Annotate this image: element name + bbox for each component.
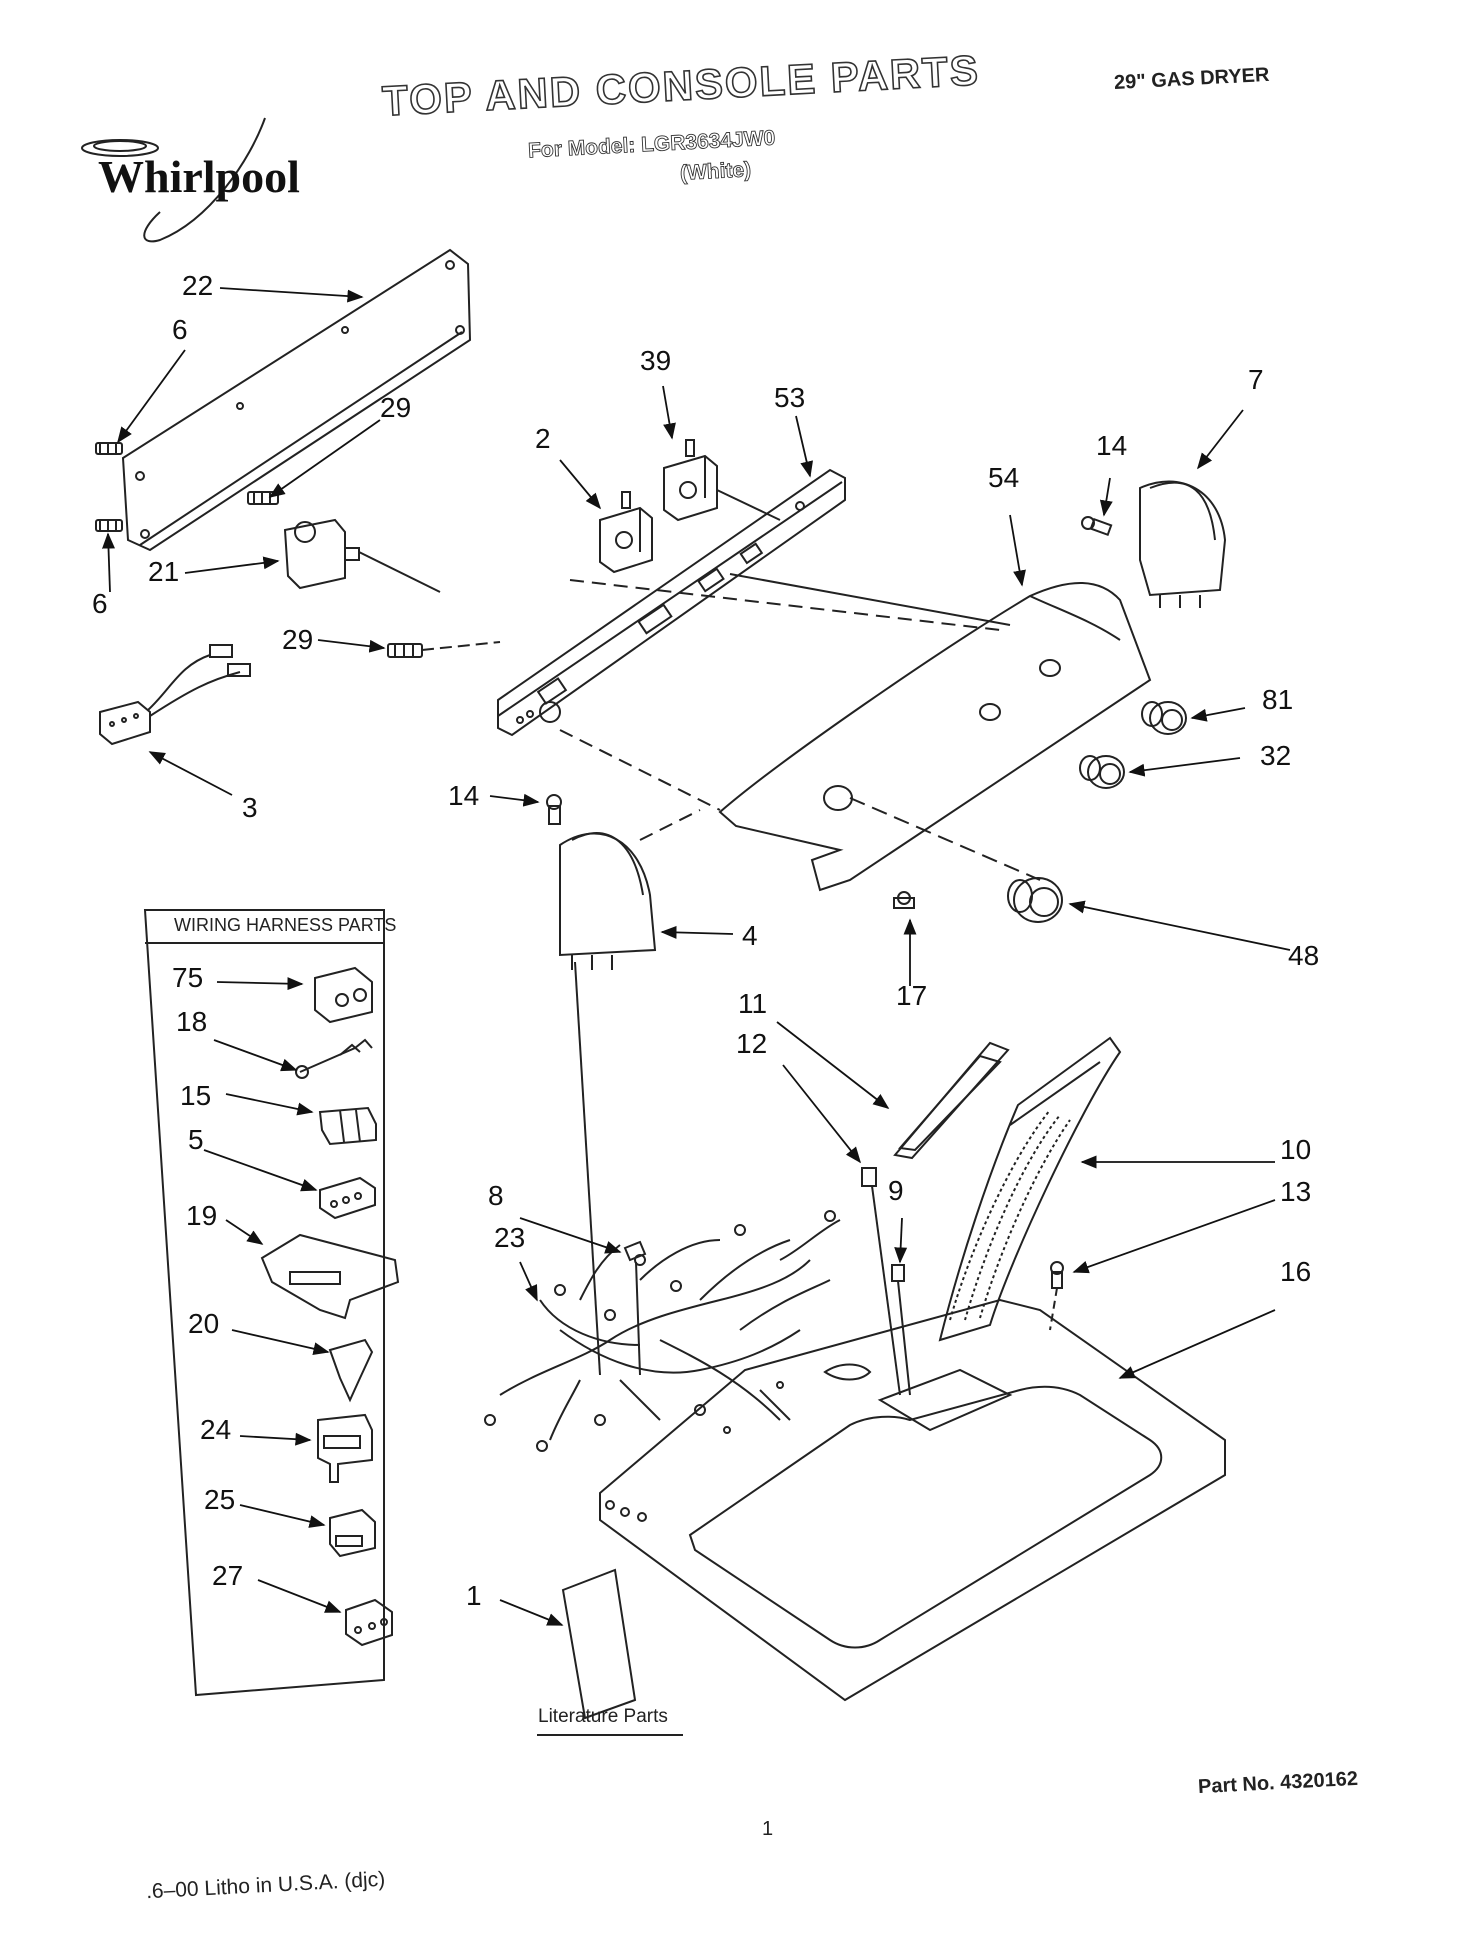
part-2-rotary-switch [599, 491, 653, 574]
callout-19: 19 [186, 1200, 218, 1231]
part-14-screw-lower [546, 794, 562, 825]
part-53-console-bracket [497, 468, 846, 737]
part-48-knob [1007, 877, 1063, 923]
callout-1: 1 [466, 1580, 482, 1611]
callout-8: 8 [488, 1180, 504, 1211]
callout-16: 16 [1280, 1256, 1312, 1287]
color-line: (White) [679, 158, 752, 186]
callout-14-lower: 14 [448, 780, 480, 811]
part-9-fitting [891, 1264, 911, 1396]
callout-29-lower: 29 [282, 624, 314, 655]
part-1-literature-booklet [561, 1568, 637, 1720]
callout-17: 17 [896, 980, 928, 1011]
callout-81: 81 [1262, 684, 1294, 715]
callout-27: 27 [212, 1560, 244, 1591]
part-16-dryer-top [599, 1298, 1226, 1702]
part-54-console-panel [718, 581, 1152, 892]
callout-48: 48 [1288, 940, 1320, 971]
callout-23: 23 [494, 1222, 526, 1253]
callout-4: 4 [742, 920, 758, 951]
callout-39: 39 [640, 345, 672, 376]
part-21-switch [283, 518, 441, 593]
part-17-screw [893, 891, 915, 909]
part-6-screw-lower [95, 519, 123, 532]
callout-10: 10 [1280, 1134, 1312, 1165]
callout-75: 75 [172, 962, 204, 993]
callout-5: 5 [188, 1124, 204, 1155]
callout-22: 22 [182, 270, 214, 301]
callout-12: 12 [736, 1028, 768, 1059]
part-81-knob [1141, 701, 1187, 735]
part-32-knob [1079, 755, 1125, 789]
wiring-harness-parts-box [143, 909, 385, 1697]
callout-24: 24 [200, 1414, 232, 1445]
part-15-connector [318, 1106, 377, 1146]
part-27-connector [345, 1598, 393, 1647]
part-6-screw-upper [95, 442, 123, 455]
part-12-clip [861, 1167, 901, 1396]
part-20-clip [328, 1338, 374, 1403]
part-13-screw [1049, 1261, 1064, 1331]
callout-7: 7 [1248, 364, 1264, 395]
callout-11: 11 [738, 988, 768, 1019]
callout-32: 32 [1260, 740, 1292, 771]
part-75-connector [314, 966, 373, 1024]
part-10-lint-screen-housing [938, 1036, 1122, 1342]
whirlpool-logo-swirl [81, 117, 266, 243]
callout-3: 3 [242, 792, 258, 823]
part-22-rear-panel [121, 248, 472, 552]
part-29-screw-upper [247, 491, 279, 505]
callout-53: 53 [774, 382, 806, 413]
part-18-terminal [295, 1038, 373, 1079]
part-8-clip [623, 1240, 647, 1376]
part-7-console-end-cap [1139, 480, 1227, 608]
callout-20: 20 [188, 1308, 220, 1339]
literature-parts-label: Literature Parts [538, 1706, 668, 1727]
page-number: 1 [762, 1818, 774, 1840]
part-11-lint-cover [893, 1041, 1010, 1160]
part-4-console-end-cap [559, 832, 657, 1376]
callout-54: 54 [988, 462, 1020, 493]
part-14-screw-upper [1081, 516, 1113, 537]
callout-25: 25 [204, 1484, 236, 1515]
callout-13: 13 [1280, 1176, 1312, 1207]
callout-9: 9 [888, 1175, 904, 1206]
callout-15: 15 [180, 1080, 212, 1111]
wiring-harness-box-title: WIRING HARNESS PARTS [174, 915, 397, 935]
part-39-rotary-switch [663, 439, 781, 522]
callout-29-upper: 29 [380, 392, 412, 423]
callout-6-lower: 6 [92, 588, 108, 619]
part-25-connector [329, 1508, 376, 1558]
part-24-connector [317, 1413, 373, 1483]
callout-2: 2 [535, 423, 551, 454]
part-29-screw-lower [387, 641, 501, 658]
callout-21: 21 [148, 556, 180, 587]
part-23-wiring-harness [484, 1210, 841, 1452]
callout-14-upper: 14 [1096, 430, 1128, 461]
part-19-connector-block [260, 1233, 400, 1320]
callout-6-upper: 6 [172, 314, 188, 345]
part-5-connector [319, 1176, 376, 1220]
brand-logo-text: Whirlpool [98, 151, 300, 202]
part-3-harness-plug [99, 644, 251, 746]
callout-18: 18 [176, 1006, 208, 1037]
